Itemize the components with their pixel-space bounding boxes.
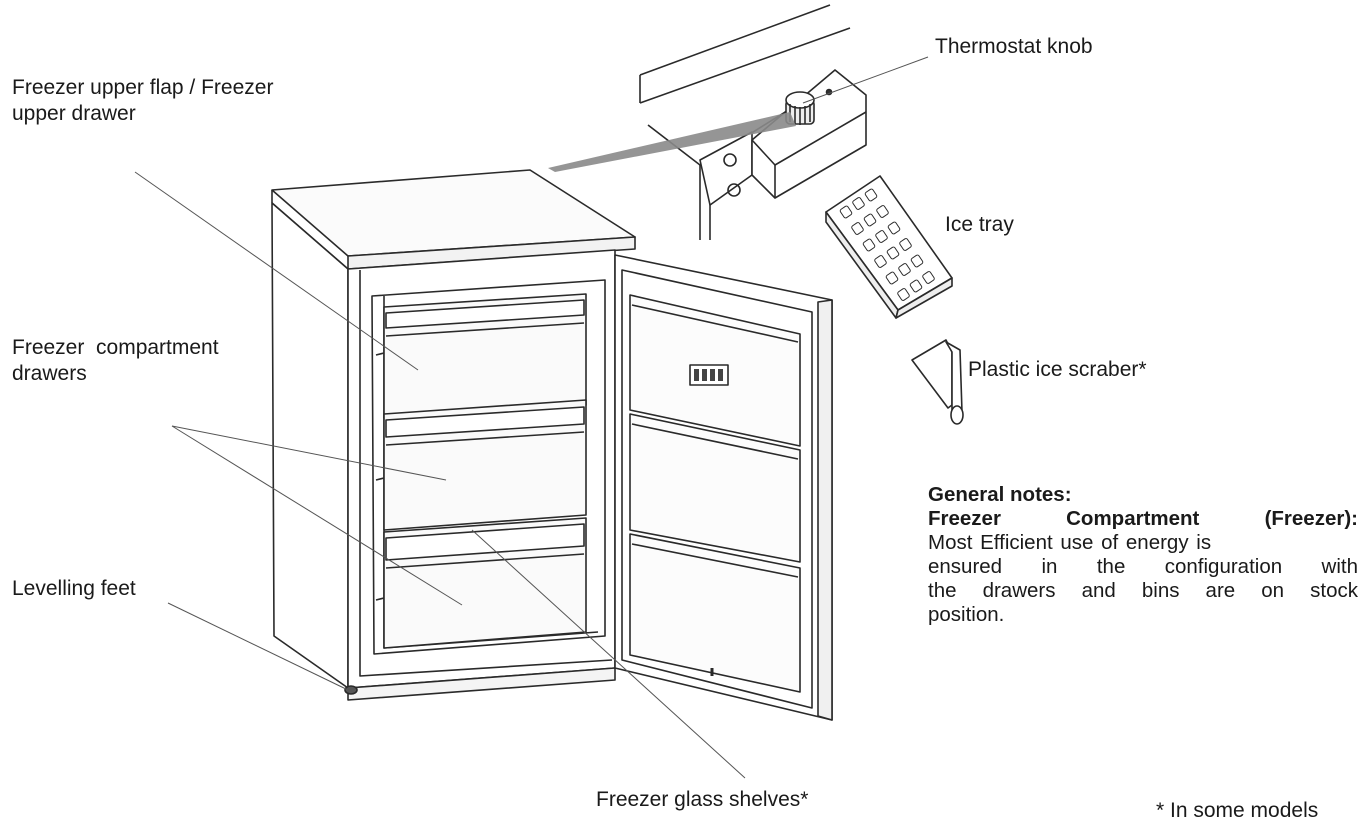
door-bin-3 <box>629 533 801 693</box>
ice-tray-cell <box>876 205 889 218</box>
label-in-some-models: * In some models <box>1156 799 1319 822</box>
ice-tray-cell <box>864 188 878 202</box>
general-notes-line-2: ensured in the configuration with <box>928 555 1358 578</box>
ice-tray-cell <box>875 230 888 243</box>
ice-tray-cell <box>851 222 864 235</box>
general-notes-line-4: position. <box>928 603 1005 626</box>
leader-lines <box>134 56 929 779</box>
label-freezer-upper-flap-line2: upper drawer <box>12 102 136 125</box>
thermostat-inset <box>639 4 867 240</box>
ice-tray-cell <box>863 213 877 227</box>
freezer-drawer-1 <box>383 293 587 419</box>
ice-tray-cell <box>839 205 853 219</box>
label-ice-tray: Ice tray <box>945 213 1014 236</box>
ice-scraper <box>911 339 964 425</box>
ice-tray-cell <box>922 271 935 284</box>
label-freezer-glass-shelves: Freezer glass shelves* <box>596 788 809 811</box>
callout-beam <box>548 112 796 172</box>
freezer-cabinet <box>271 169 636 701</box>
label-freezer-upper-flap-line1: Freezer upper flap / Freezer <box>12 76 274 99</box>
general-notes-line-1: Most Efficient use of energy is <box>928 531 1212 554</box>
general-notes-line-3: the drawers and bins are on stock <box>928 579 1358 602</box>
label-thermostat-knob: Thermostat knob <box>935 35 1093 58</box>
label-freezer-drawers-line2: drawers <box>12 362 87 385</box>
ice-tray-cell <box>852 197 865 210</box>
label-freezer-drawers-line1: Freezer compartment <box>12 336 219 359</box>
general-notes: General notes: Freezer Compartment (Free… <box>928 483 1358 627</box>
ice-tray-cell <box>862 238 876 252</box>
ice-tray-cell <box>885 271 899 285</box>
freezer-drawer-2 <box>383 399 587 531</box>
freezer-drawer-3 <box>383 517 587 649</box>
ice-tray-cell <box>874 255 887 268</box>
leader-drawer-b <box>171 425 463 606</box>
label-plastic-ice-scraper: Plastic ice scraber* <box>968 358 1147 381</box>
general-notes-subheading: Freezer Compartment (Freezer): <box>928 507 1358 530</box>
general-notes-heading: General notes: <box>928 483 1072 506</box>
leader-thermostat-knob <box>802 56 929 104</box>
ice-tray-cell <box>898 263 911 276</box>
ice-tray-cell <box>886 246 900 260</box>
thermostat-housing <box>751 69 867 199</box>
ice-tray-cell <box>910 254 924 268</box>
leader-levelling-feet <box>167 602 349 691</box>
thermostat-knob <box>785 91 815 125</box>
ice-tray-cell <box>909 279 923 293</box>
freezer-door <box>614 254 833 721</box>
ice-tray <box>825 175 953 319</box>
leader-drawer-a <box>171 425 447 481</box>
ice-tray-cell <box>897 288 910 301</box>
leader-upper-flap <box>134 171 419 371</box>
levelling-foot <box>344 685 358 695</box>
leader-glass-shelves <box>471 529 746 779</box>
label-levelling-feet: Levelling feet <box>12 577 136 600</box>
ice-tray-cell <box>899 238 912 251</box>
ice-tray-cell <box>887 221 901 235</box>
